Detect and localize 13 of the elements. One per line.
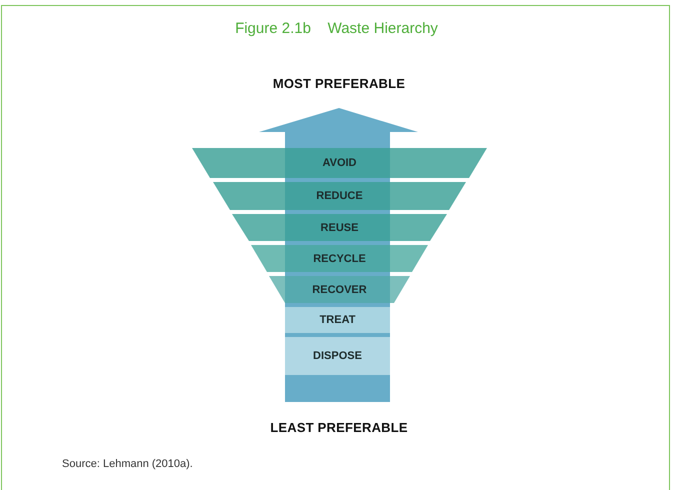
band-label: REUSE [320, 222, 358, 234]
hierarchy-band [285, 337, 390, 375]
source-caption: Source: Lehmann (2010a). [62, 458, 193, 470]
direction-label: LEAST PREFERABLE [269, 420, 409, 435]
band-label: AVOID [322, 157, 357, 169]
hierarchy-band [285, 307, 390, 333]
band-label: RECOVER [312, 284, 367, 296]
band-label: DISPOSE [313, 350, 362, 362]
direction-label: MOST PREFERABLE [272, 76, 406, 91]
band-label: REDUCE [316, 190, 363, 202]
band-label: RECYCLE [313, 252, 366, 264]
figure-title: Figure 2.1b Waste Hierarchy [234, 20, 439, 37]
band-label: TREAT [320, 314, 356, 326]
